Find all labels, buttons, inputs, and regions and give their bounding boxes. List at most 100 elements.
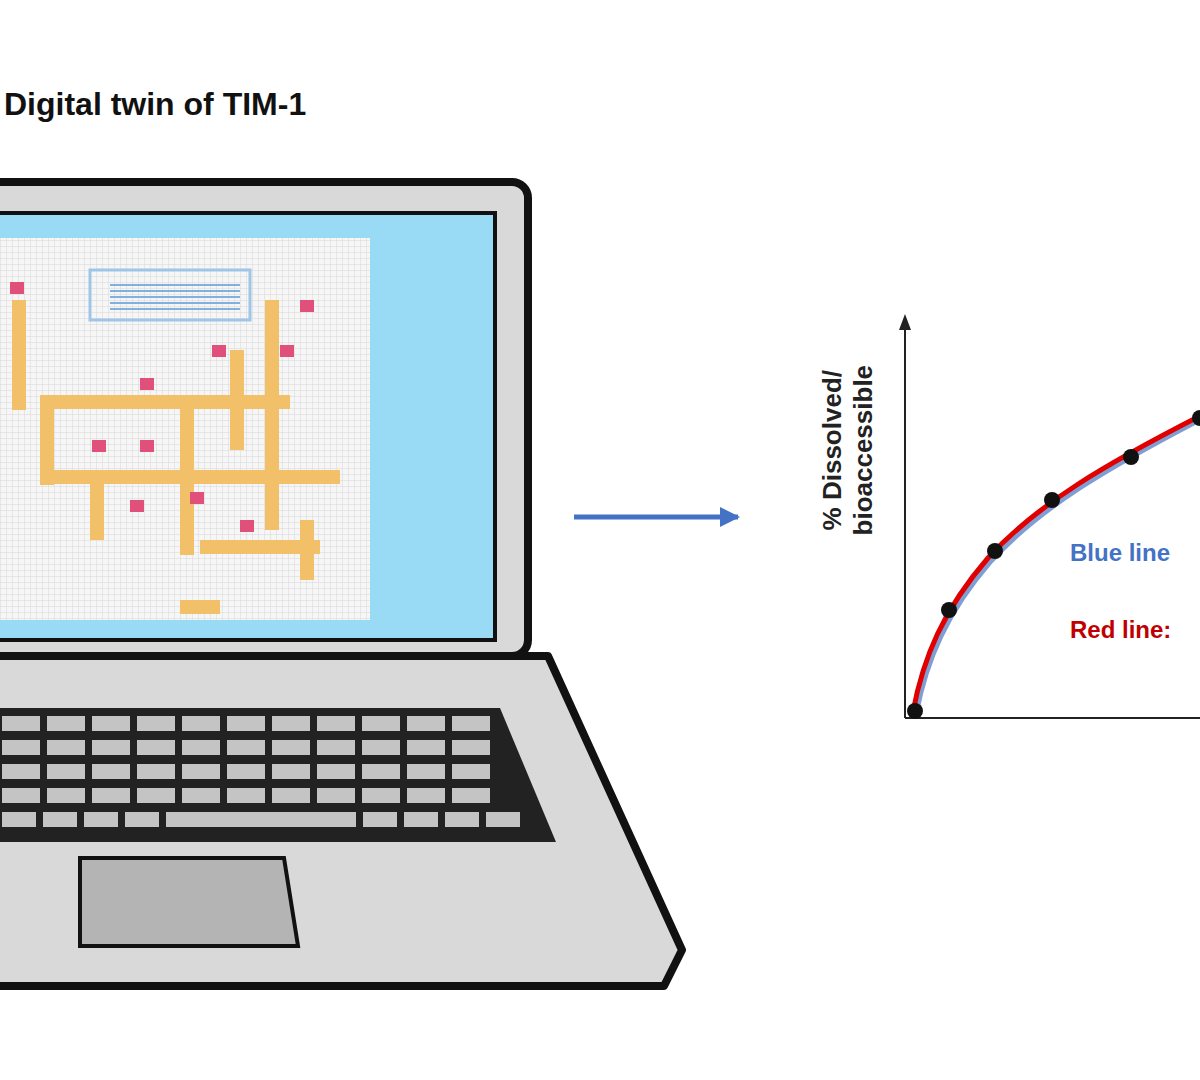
key xyxy=(2,716,40,731)
key xyxy=(452,788,490,803)
key xyxy=(362,740,400,755)
key xyxy=(2,740,40,755)
key xyxy=(486,812,520,827)
key xyxy=(317,716,355,731)
key xyxy=(92,716,130,731)
screen-schematic xyxy=(10,270,340,614)
key xyxy=(182,764,220,779)
touchpad xyxy=(80,858,298,946)
key xyxy=(317,788,355,803)
key xyxy=(227,716,265,731)
data-point xyxy=(941,602,957,618)
key xyxy=(2,788,40,803)
key xyxy=(2,812,36,827)
key xyxy=(362,764,400,779)
key xyxy=(362,788,400,803)
laptop-lid xyxy=(0,182,528,656)
key xyxy=(407,740,445,755)
data-point xyxy=(1123,449,1139,465)
x-axis xyxy=(905,717,1200,719)
key xyxy=(2,764,40,779)
key xyxy=(47,740,85,755)
schematic-valve xyxy=(140,378,154,390)
schematic-pipe xyxy=(300,520,314,580)
key xyxy=(272,788,310,803)
key xyxy=(137,740,175,755)
laptop-base xyxy=(0,656,682,986)
key xyxy=(137,764,175,779)
key xyxy=(227,764,265,779)
key xyxy=(407,788,445,803)
schematic-valve xyxy=(10,282,24,294)
key xyxy=(363,812,397,827)
y-axis-head xyxy=(899,314,911,330)
laptop-screen-node: Digital twin of TIM-1 xyxy=(0,80,570,660)
keyboard-keys xyxy=(2,716,520,827)
key xyxy=(137,788,175,803)
schematic-line xyxy=(110,308,240,310)
schematic-pipe xyxy=(40,395,290,409)
key xyxy=(92,764,130,779)
key xyxy=(47,716,85,731)
schematic-line xyxy=(110,302,240,304)
schematic-valve xyxy=(190,492,204,504)
key xyxy=(166,812,356,827)
schematic-valve xyxy=(212,345,226,357)
screen-grid xyxy=(0,238,370,620)
schematic-line xyxy=(110,290,240,292)
key xyxy=(47,764,85,779)
key xyxy=(43,812,77,827)
schematic-pipe xyxy=(90,470,104,540)
key xyxy=(445,812,479,827)
schematic-line xyxy=(110,284,240,286)
series-label: Blue line xyxy=(1070,539,1170,567)
key xyxy=(227,740,265,755)
key xyxy=(407,764,445,779)
key xyxy=(404,812,438,827)
key xyxy=(452,764,490,779)
data-point xyxy=(1192,410,1200,426)
schematic-pipe xyxy=(265,300,279,530)
data-point xyxy=(907,703,923,719)
schematic-pipe xyxy=(180,600,220,614)
schematic-panel xyxy=(90,270,250,320)
data-points xyxy=(907,410,1200,719)
laptop-screen xyxy=(0,213,495,640)
schematic-pipe xyxy=(12,300,26,410)
key xyxy=(47,788,85,803)
flow-arrow xyxy=(574,515,738,520)
key xyxy=(137,716,175,731)
key xyxy=(84,812,118,827)
key xyxy=(92,788,130,803)
key xyxy=(272,740,310,755)
key xyxy=(362,716,400,731)
key xyxy=(227,788,265,803)
key xyxy=(272,764,310,779)
schematic-valve xyxy=(140,440,154,452)
diagram-title: Digital twin of TIM-1 xyxy=(4,86,306,123)
key xyxy=(407,716,445,731)
key xyxy=(182,716,220,731)
key xyxy=(92,740,130,755)
key xyxy=(317,764,355,779)
schematic-valve xyxy=(92,440,106,452)
key xyxy=(182,740,220,755)
y-axis xyxy=(904,322,906,718)
key xyxy=(452,740,490,755)
key xyxy=(452,716,490,731)
red-curve xyxy=(913,416,1200,712)
schematic-valve xyxy=(300,300,314,312)
data-point xyxy=(1044,492,1060,508)
key xyxy=(125,812,159,827)
schematic-valve xyxy=(280,345,294,357)
data-point xyxy=(987,543,1003,559)
schematic-pipe xyxy=(230,350,244,450)
schematic-pipe xyxy=(180,395,194,555)
key xyxy=(272,716,310,731)
series-label: Red line: xyxy=(1070,616,1171,644)
screen-image xyxy=(0,238,370,620)
schematic-valve xyxy=(130,500,144,512)
blue-curve xyxy=(915,418,1200,712)
